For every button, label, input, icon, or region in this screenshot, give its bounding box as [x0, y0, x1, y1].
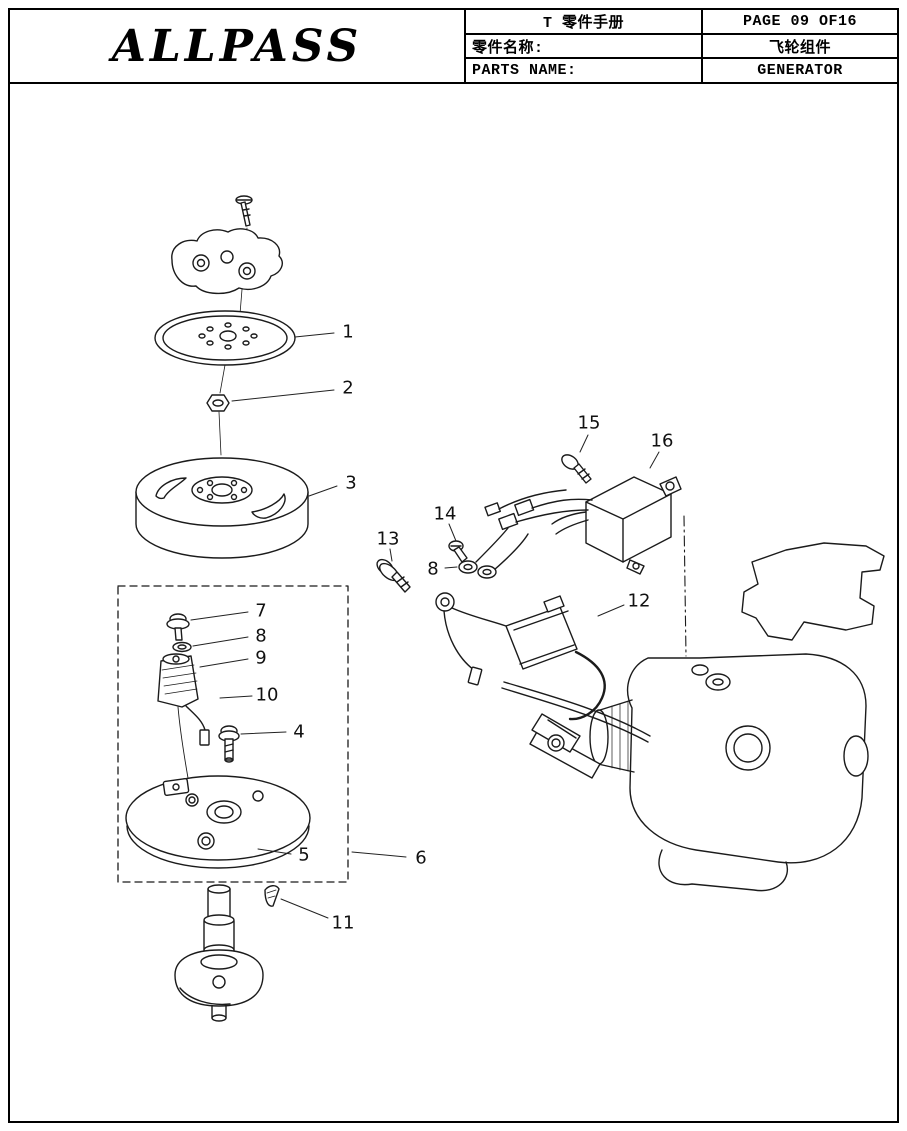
flywheel-part3-drawing	[135, 457, 309, 559]
top-bracket-drawing	[171, 195, 283, 315]
title-table: T 零件手册 PAGE 09 OF16 零件名称: 飞轮组件 PARTS NAM…	[466, 10, 897, 83]
magneto-group-box	[117, 585, 349, 883]
title-table-row2: 零件名称: 飞轮组件	[466, 34, 897, 60]
title-block: ALLPASS T 零件手册 PAGE 09 OF16 零件名称: 飞轮组件 P…	[10, 10, 897, 84]
bolt-part15-drawing	[561, 454, 592, 484]
wiring-connectors-drawing	[475, 489, 593, 571]
manual-title: T 零件手册	[466, 10, 703, 33]
bolt-part7-drawing	[166, 613, 190, 641]
cone-part11-drawing	[264, 885, 280, 907]
charge-coil-part9-drawing	[157, 653, 199, 708]
brand-text: ALLPASS	[111, 20, 363, 72]
title-table-row1: T 零件手册 PAGE 09 OF16	[466, 10, 897, 35]
base-plate-part5-drawing	[125, 775, 311, 869]
parts-name-label-en: PARTS NAME:	[466, 59, 703, 83]
cdi-unit-part16-drawing	[551, 476, 687, 657]
nut-part2-drawing	[206, 364, 230, 456]
parts-name-label-cn: 零件名称:	[466, 34, 703, 58]
brand-logo-cell: ALLPASS	[10, 10, 466, 82]
engine-block-drawing	[501, 542, 885, 892]
screw-part14-drawing	[448, 540, 468, 563]
parts-name-cn: 飞轮组件	[768, 39, 831, 57]
bolt-part13-drawing	[376, 558, 411, 593]
washer-part8-drawing	[172, 641, 192, 653]
lead-wire-part10-drawing	[177, 705, 210, 779]
page-number: PAGE 09 OF16	[742, 12, 858, 30]
title-table-row3: PARTS NAME: GENERATOR	[466, 59, 897, 83]
parts-name-en: GENERATOR	[757, 62, 843, 80]
stator-base-part1-drawing	[154, 310, 296, 366]
ignition-coil-part12-drawing	[435, 592, 606, 779]
crankshaft-drawing	[174, 884, 264, 1022]
bolt-part4-drawing	[218, 725, 240, 763]
exploded-diagram	[117, 195, 885, 1022]
leader-lines	[190, 332, 660, 919]
washers-part8-right-drawing	[458, 560, 497, 579]
